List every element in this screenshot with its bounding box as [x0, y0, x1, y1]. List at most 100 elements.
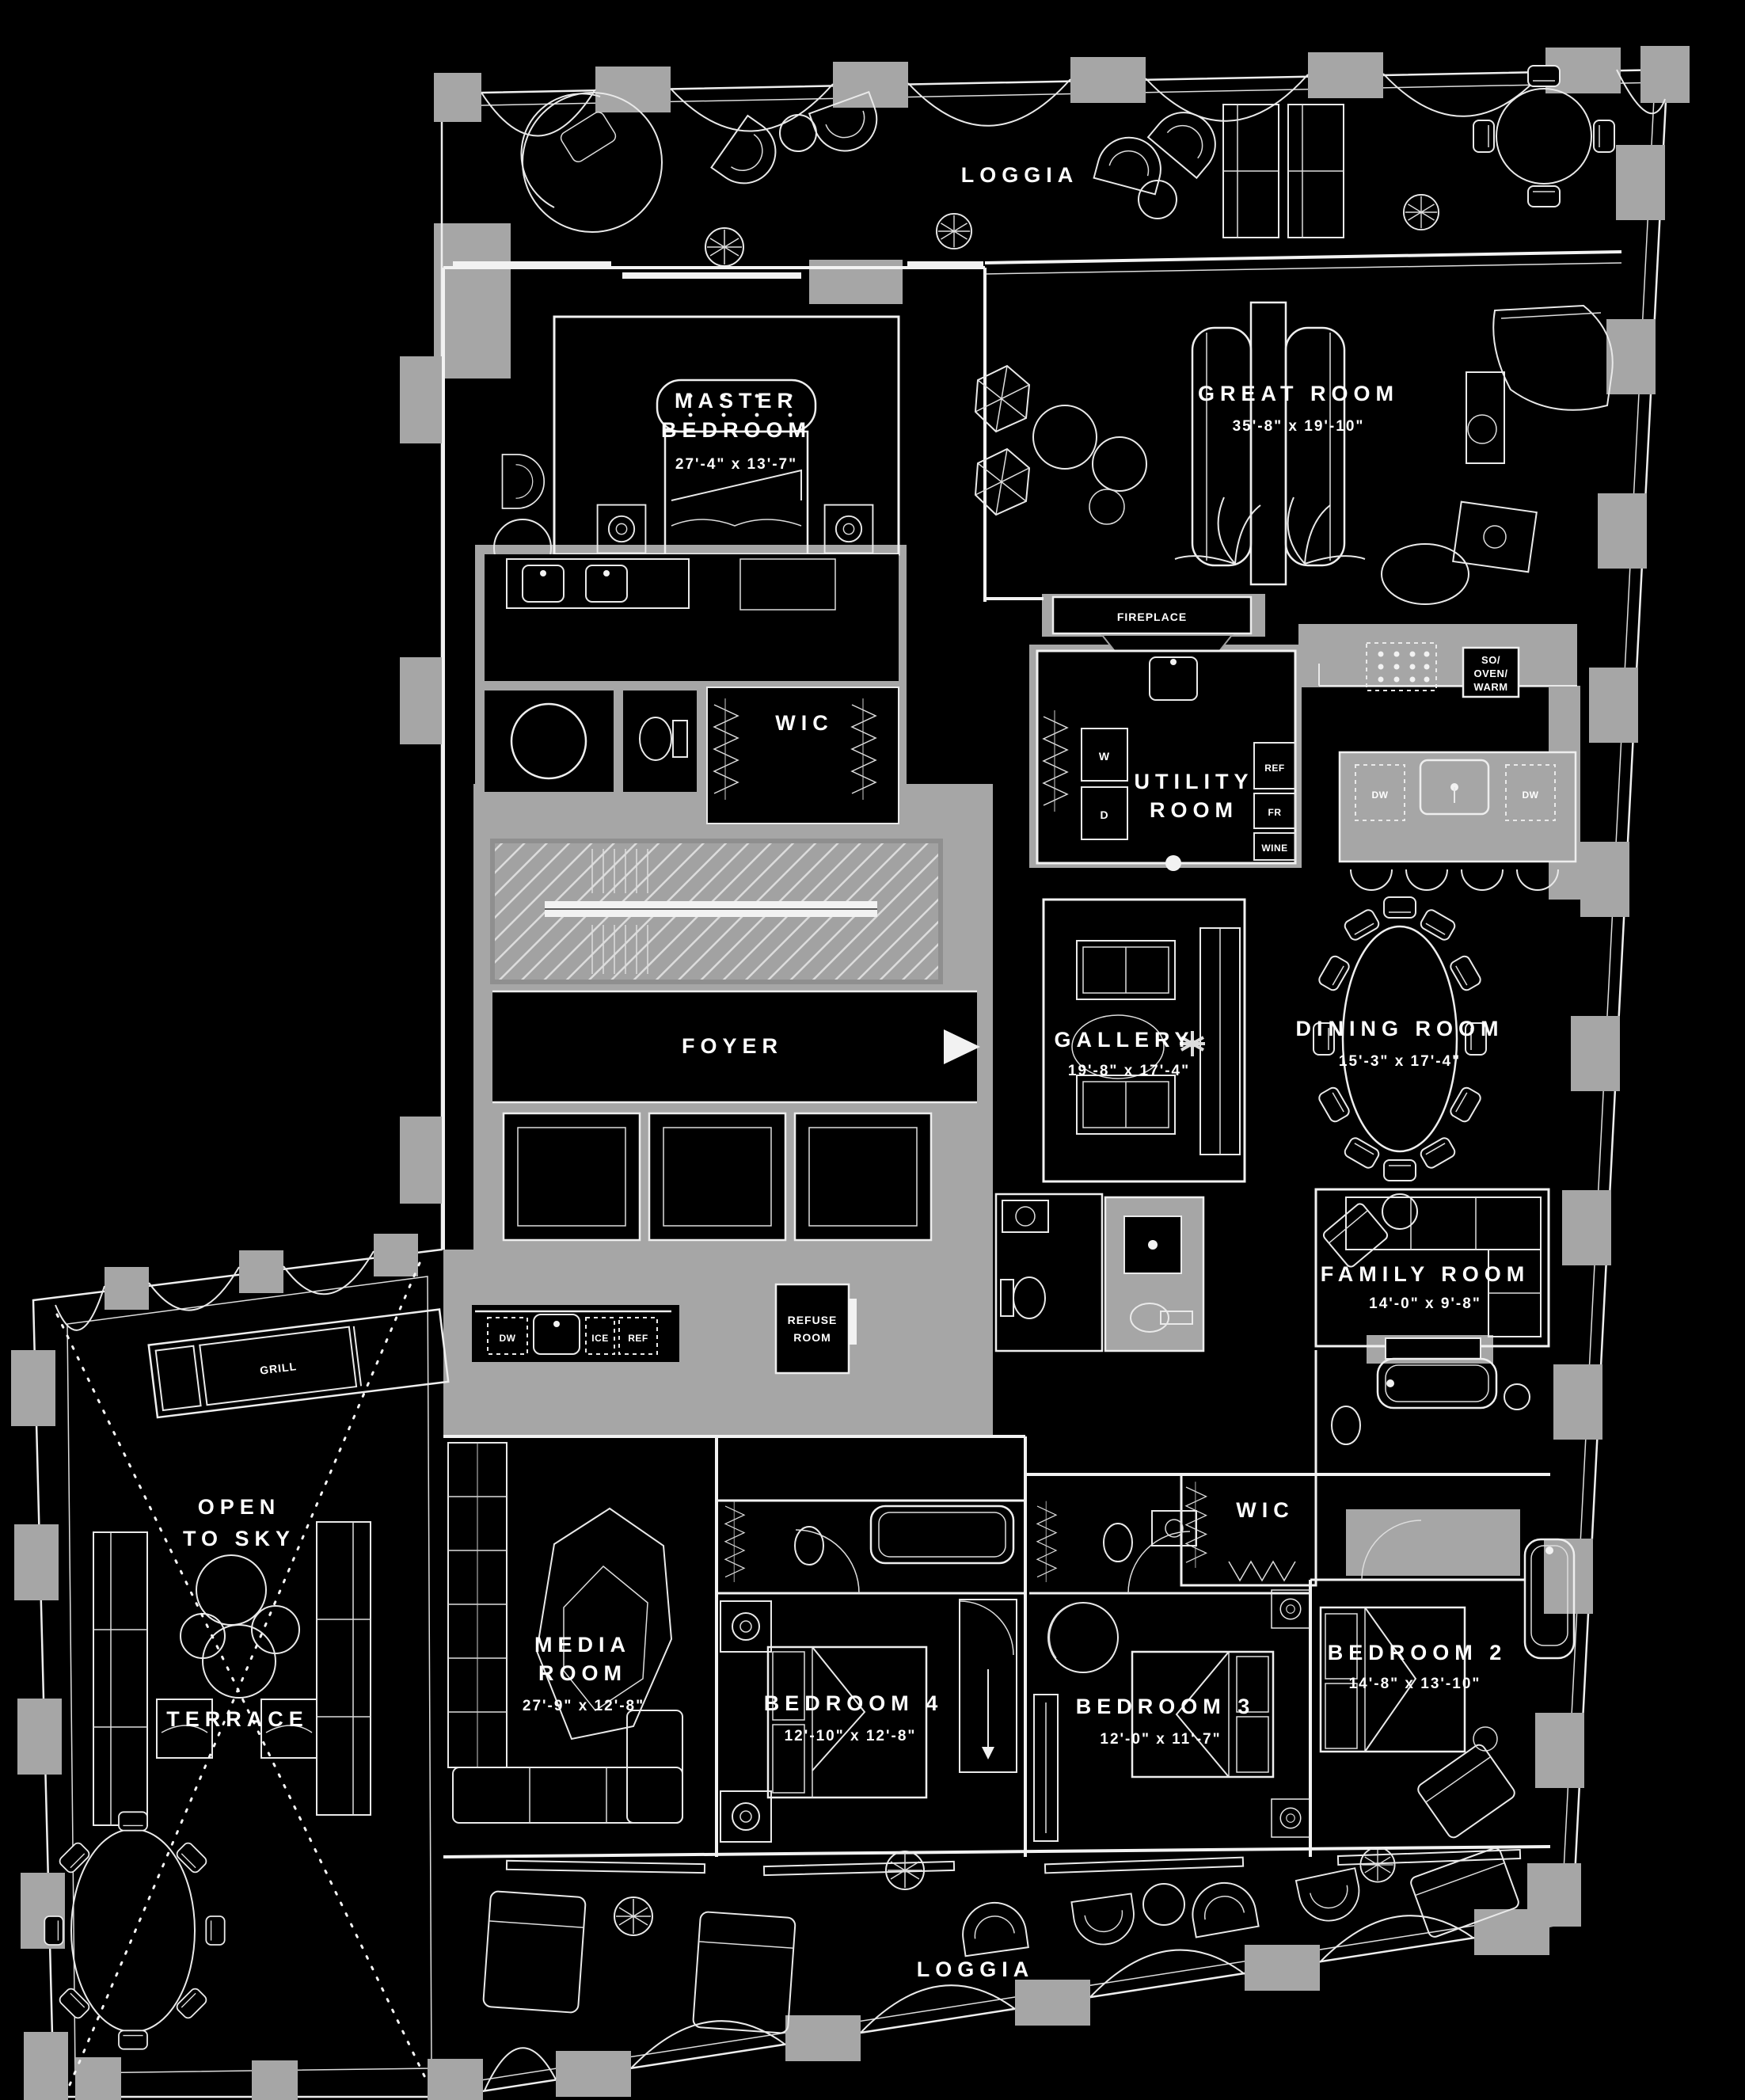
gallery-walls [1042, 898, 1246, 1183]
wic-master-label: WIC [775, 711, 833, 735]
armchair [501, 454, 546, 509]
island-dishwasher-right [1505, 764, 1556, 821]
toilet [794, 1526, 824, 1565]
media-sofa [452, 1767, 683, 1824]
plant [885, 1851, 925, 1890]
master-bedroom: MASTER BEDROOM 27'-4" x 13'-7" [493, 315, 900, 641]
armchair [1070, 1893, 1139, 1950]
bedroom-4-label: BEDROOM 4 [764, 1691, 944, 1715]
sliding-door [505, 1859, 706, 1874]
plant [936, 213, 972, 249]
foyer-label: FOYER [682, 1034, 783, 1058]
plant [614, 1896, 653, 1936]
great-room-label: GREAT ROOM [1198, 382, 1399, 405]
bedroom-3-label: BEDROOM 3 [1076, 1695, 1256, 1718]
loggia-top-label: LOGGIA [961, 163, 1079, 187]
sliding-door [762, 1860, 956, 1877]
utility-sink [1149, 656, 1198, 701]
fireplace-label: FIREPLACE [1117, 611, 1187, 623]
coffee-table [180, 1613, 226, 1659]
side-table [779, 114, 817, 152]
utility-room: W D REF FR WINE UTILITY ROOM [1036, 649, 1297, 871]
bedroom-4: BEDROOM 4 12'-10" x 12'-8" [720, 1599, 1017, 1843]
closet [648, 1112, 787, 1242]
utility-room-label-1: UTILITY [1135, 770, 1254, 793]
bench [1076, 1075, 1176, 1135]
sofa [1284, 326, 1346, 567]
master-bedroom-dims: 27'-4" x 13'-7" [675, 456, 797, 473]
round-chair [1047, 1602, 1119, 1673]
bedroom-2: BEDROOM 2 14'-8" x 13'-10" [1319, 1606, 1515, 1839]
bar-refrigerator [618, 1317, 658, 1355]
wic-bedroom2-label: WIC [1236, 1498, 1294, 1522]
loggia-top: LOGGIA [520, 65, 1615, 267]
bath-b-walls [1104, 1196, 1205, 1352]
rug [1071, 1014, 1165, 1079]
bathtub [1376, 1357, 1498, 1410]
bath-vanity [1002, 1200, 1049, 1233]
media-room-dims: 27'-9" x 12'-8" [523, 1698, 644, 1714]
bar-ice-label: ICE [591, 1333, 609, 1344]
loggia-bottom: LOGGIA [482, 1847, 1519, 2034]
side-table [1142, 1883, 1185, 1926]
fr-label: FR [1268, 807, 1282, 818]
piano-stool [1467, 414, 1497, 444]
family-room-label: FAMILY ROOM [1321, 1262, 1530, 1286]
side-table [1138, 180, 1177, 219]
cooktop [1366, 642, 1437, 691]
bedroom-4-dims: 12'-10" x 12'-8" [785, 1728, 917, 1744]
armchair [1294, 1867, 1366, 1927]
refuse-room-label-1: REFUSE [788, 1314, 838, 1326]
media-chaise [626, 1710, 683, 1824]
speed-oven-label-3: WARM [1473, 681, 1507, 693]
bench [1033, 1694, 1059, 1842]
terrace: GRILL OPEN TO SKY TERRACE [11, 1234, 450, 2100]
sofa-console [1249, 301, 1287, 586]
closet [793, 1112, 933, 1242]
grill-counter: GRILL [147, 1308, 450, 1419]
master-bath [485, 554, 899, 792]
master-wic: WIC [706, 687, 899, 824]
bed [766, 1645, 928, 1799]
kitchen-counter [1298, 624, 1577, 687]
speed-oven-label-2: OVEN/ [1474, 668, 1508, 679]
speed-oven-stack [1462, 646, 1520, 698]
upper-walls [442, 250, 1622, 1250]
toilet [1013, 1276, 1046, 1319]
wardrobe [959, 1599, 1017, 1773]
refuse-room-label-2: ROOM [793, 1331, 831, 1344]
armchair [1187, 1877, 1260, 1938]
toilet [639, 717, 672, 761]
island-sink [1419, 759, 1490, 816]
bed [1319, 1606, 1466, 1753]
bar-kitchenette: DW ICE REF [472, 1305, 679, 1362]
refuse-room: REFUSE ROOM [774, 1283, 857, 1375]
nightstand [1271, 1589, 1310, 1629]
island-outline [1338, 751, 1577, 863]
coffee-table [196, 1554, 267, 1626]
chaise-lounge [482, 1890, 587, 2014]
ottoman [1381, 543, 1469, 605]
shower-mat [739, 558, 836, 611]
utility-freezer [1253, 793, 1296, 829]
kitchen: SO/ OVEN/ WARM DW DW [1318, 642, 1577, 891]
console-table [1466, 371, 1505, 464]
armchair-rotated [1322, 1203, 1389, 1268]
island-dw-left-label: DW [1372, 789, 1389, 801]
wine-label: WINE [1261, 843, 1287, 854]
desk [1452, 500, 1538, 573]
open-to-sky-label-1: OPEN [198, 1495, 281, 1519]
bar-sink [533, 1314, 580, 1355]
bar-ice-maker [585, 1317, 615, 1355]
toilet [1130, 1303, 1169, 1333]
soaking-tub [510, 702, 587, 780]
hall-bath-b [1104, 1196, 1205, 1352]
bedroom2-tub [1523, 1538, 1576, 1660]
wic-bedroom2: WIC [1180, 1473, 1317, 1587]
sink [522, 565, 565, 603]
pillow [1236, 1656, 1269, 1713]
nightstand [720, 1600, 772, 1653]
closet-rod [1228, 1560, 1296, 1582]
family-bath [1314, 1350, 1530, 1473]
